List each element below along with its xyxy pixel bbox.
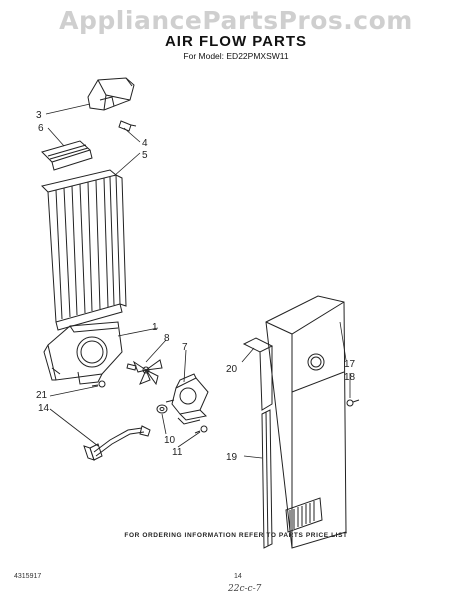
ordering-info-footer: FOR ORDERING INFORMATION REFER TO PARTS …	[124, 532, 348, 539]
callout-17: 17	[344, 359, 356, 370]
callout-4: 4	[142, 138, 148, 149]
part-3-duct-housing	[87, 77, 135, 111]
part-18-screw	[346, 399, 360, 407]
callout-labels: 3 6 4 5 1 8 7 21 14 10 11 20 17 18 19	[36, 110, 356, 463]
callout-20: 20	[226, 364, 238, 375]
part-21-screw	[91, 380, 106, 388]
callout-7: 7	[182, 342, 188, 353]
model-subtitle: For Model: ED22PMXSW11	[183, 51, 289, 61]
callout-3: 3	[36, 110, 42, 121]
callout-8: 8	[164, 333, 170, 344]
part-11-screw	[194, 425, 208, 434]
callout-18: 18	[344, 372, 356, 383]
callout-19: 19	[226, 452, 238, 463]
part-8-fan-blade	[126, 359, 163, 386]
part-1-fan-shroud	[43, 321, 123, 385]
callout-14: 14	[38, 403, 50, 414]
part-5-air-flow-panel	[41, 169, 127, 331]
part-20-seal-strip	[242, 337, 274, 411]
document-number: 4315917	[14, 573, 42, 580]
watermark: AppliancePartsPros.com	[59, 6, 413, 35]
callout-5: 5	[142, 150, 148, 161]
callout-21: 21	[36, 390, 48, 401]
callout-1: 1	[152, 322, 158, 333]
part-14-wire-harness	[83, 425, 151, 461]
leader-lines	[45, 103, 351, 459]
part-4-screw	[118, 120, 137, 132]
part-19-long-seal	[261, 409, 273, 549]
callout-11: 11	[172, 447, 183, 458]
part-6-damper	[41, 140, 93, 171]
callout-6: 6	[38, 123, 44, 134]
handwritten-note: 22c-c-7	[228, 584, 262, 594]
callout-10: 10	[164, 435, 176, 446]
part-10-grommet	[156, 404, 168, 414]
part-17-back-panel	[265, 295, 347, 549]
part-7-fan-motor	[165, 373, 209, 425]
page-number: 14	[234, 573, 242, 580]
diagram-title: AIR FLOW PARTS	[164, 33, 308, 50]
